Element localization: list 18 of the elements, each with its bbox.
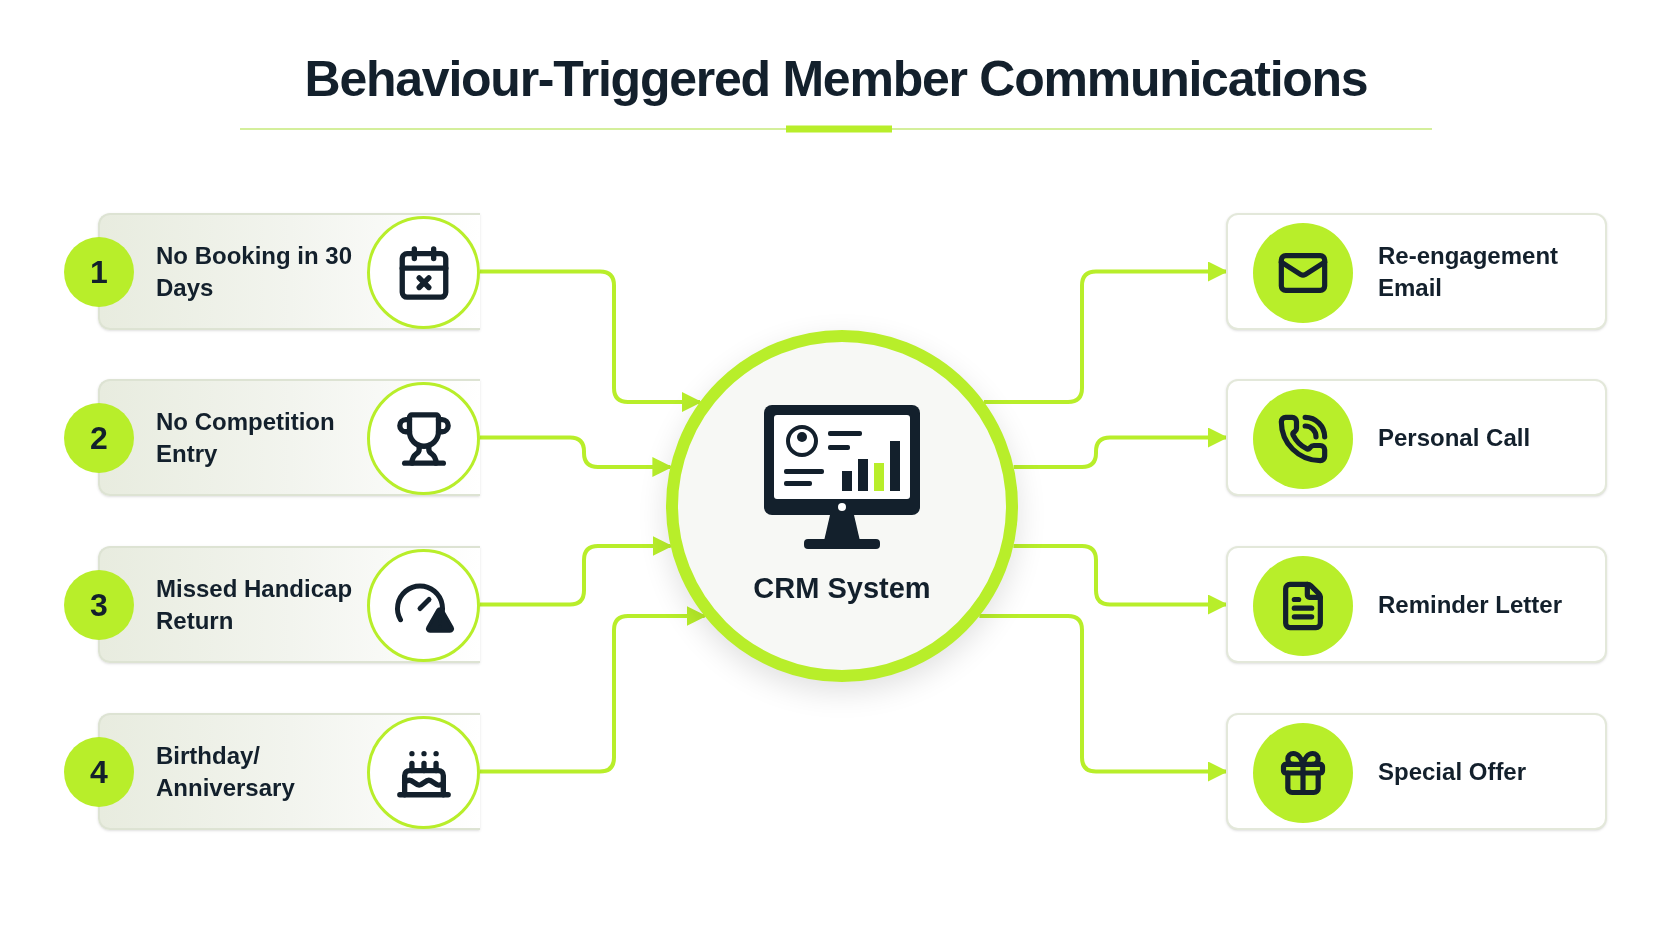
node-label: Re-engagement Email — [1378, 240, 1560, 303]
node-label: Birthday/ Anniversary — [156, 740, 296, 803]
node-label: No Booking in 30 Days — [156, 240, 353, 303]
arrow — [984, 261, 1228, 404]
node-label: CRM System — [753, 572, 931, 605]
title: Behaviour-Triggered Member Communications — [304, 50, 1368, 109]
arrow — [480, 606, 707, 774]
node-label: Reminder Letter — [1378, 589, 1564, 620]
node-label: Special Offer — [1378, 756, 1528, 787]
arrow — [979, 614, 1228, 782]
node-label: Personal Call — [1378, 422, 1532, 453]
action-card — [1226, 213, 1607, 330]
node-label: No Competition Entry — [156, 406, 336, 469]
node-label: Missed Handicap Return — [156, 573, 354, 636]
action-card — [1226, 713, 1607, 830]
action-card — [1226, 379, 1607, 496]
arrow — [480, 269, 702, 412]
action-card — [1226, 546, 1607, 663]
